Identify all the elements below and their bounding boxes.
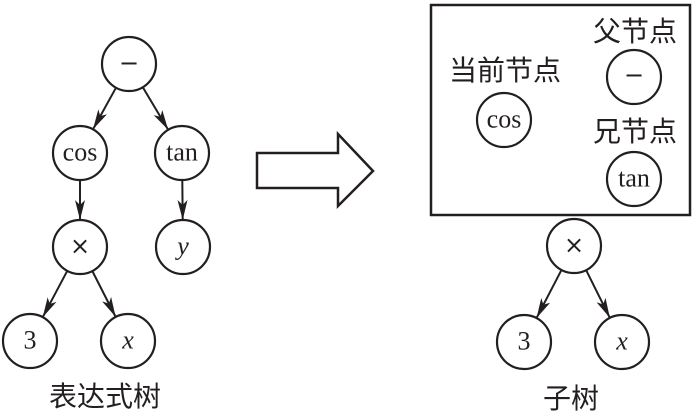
expr-node-tan-text: tan <box>166 138 198 167</box>
current-node-text: cos <box>487 105 522 134</box>
expr-node-minus-circle <box>100 35 158 93</box>
expr-node-x-text: x <box>121 326 134 355</box>
expr-node-cos-text: cos <box>63 138 98 167</box>
sibling-node-text: tan <box>618 164 650 193</box>
parent-node-circle <box>605 48 663 106</box>
context-box-group: 当前节点 cos 父节点 − 兄节点 tan <box>429 3 692 217</box>
sibling-node: tan <box>605 150 663 208</box>
expr-edge-times-to-three <box>41 270 69 318</box>
expr-node-three: 3 <box>1 312 59 370</box>
expr-node-x: x <box>99 312 157 370</box>
expr-edge-minus-to-cos <box>92 87 117 130</box>
right-block-arrow-icon <box>255 130 375 210</box>
expression-tree-caption: 表达式树 <box>49 380 161 413</box>
parent-node-label: 父节点 <box>593 15 677 48</box>
expr-node-times-text: × <box>70 232 90 260</box>
expr-edge-minus-to-tan <box>141 86 170 131</box>
expr-node-y-text: y <box>174 232 189 261</box>
subtree-nodes: × 3 x <box>495 217 651 371</box>
expr-node-three-text: 3 <box>24 326 37 355</box>
expr-node-minus-text: − <box>119 49 139 77</box>
expr-node-tan-circle <box>153 124 211 182</box>
sibling-node-label: 兄节点 <box>593 115 677 148</box>
expr-node-tan: tan <box>153 124 211 182</box>
expr-node-times-circle <box>51 218 109 276</box>
sub-node-times: × <box>545 217 603 275</box>
expr-node-three-circle <box>1 312 59 370</box>
expr-node-y-circle <box>154 218 212 276</box>
subtree-edges <box>535 269 611 319</box>
current-node: cos <box>475 91 533 149</box>
sub-node-three: 3 <box>495 313 553 371</box>
expression-tree-edges <box>41 86 188 318</box>
expr-node-times: × <box>51 218 109 276</box>
sub-node-three-circle <box>495 313 553 371</box>
context-box <box>429 3 692 217</box>
expr-node-minus: − <box>100 35 158 93</box>
expr-node-cos-circle <box>51 124 109 182</box>
sub-node-times-text: × <box>564 231 584 259</box>
sub-node-times-circle <box>545 217 603 275</box>
current-node-label: 当前节点 <box>449 54 561 87</box>
expr-node-x-circle <box>99 312 157 370</box>
current-node-circle <box>475 91 533 149</box>
sub-node-x-circle <box>593 313 651 371</box>
expression-tree: − cos tan × y 3 x 表达式树 <box>1 35 212 413</box>
sub-edge-times-to-three <box>535 269 563 319</box>
expr-node-y: y <box>154 218 212 276</box>
sub-edge-times-to-x <box>585 269 611 319</box>
expr-edge-times-to-x <box>91 270 117 318</box>
parent-node-text: − <box>624 61 644 89</box>
expression-tree-nodes: − cos tan × y 3 x <box>1 35 212 370</box>
expr-node-cos: cos <box>51 124 109 182</box>
subtree: × 3 x 子树 <box>495 217 651 415</box>
sub-node-x-text: x <box>615 327 628 356</box>
subtree-caption: 子树 <box>543 382 599 415</box>
sibling-node-circle <box>605 150 663 208</box>
parent-node: − <box>605 48 663 106</box>
sub-node-three-text: 3 <box>518 327 531 356</box>
sub-node-x: x <box>593 313 651 371</box>
